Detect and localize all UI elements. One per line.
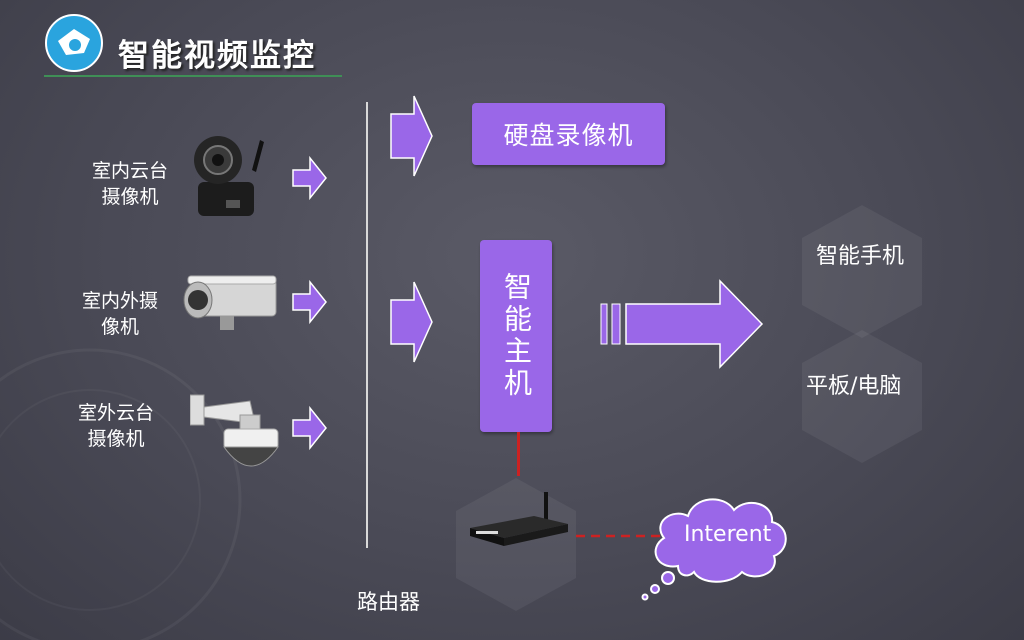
camera-1-label: 室内云台摄像机 — [91, 160, 168, 208]
camera-arrows — [292, 155, 327, 451]
internet-cloud-icon — [641, 498, 787, 601]
output-smartphone: 智能手机 — [816, 244, 905, 269]
arrow-camera-3 — [292, 405, 327, 451]
arrow-camera-2 — [292, 279, 327, 325]
internet-label: Interent — [684, 522, 772, 547]
router-label: 路由器 — [357, 590, 420, 614]
bus-arrows — [390, 95, 433, 363]
indoor-ptz-camera-icon — [194, 136, 264, 216]
signal-bus-line — [366, 102, 368, 548]
output-arrow — [600, 279, 764, 369]
host-router-link — [517, 432, 520, 476]
camera-2-label: 室内外摄像机 — [81, 290, 158, 338]
output-tablet-pc: 平板/电脑 — [806, 374, 902, 399]
camera-logo-icon — [45, 14, 103, 72]
smart-host-label: 智能主机 — [500, 272, 533, 400]
outdoor-dome-camera-icon — [190, 394, 279, 467]
smart-host-box: 智能主机 — [480, 240, 552, 432]
router-icon — [470, 492, 568, 546]
arrow-camera-1 — [292, 155, 327, 201]
title-underline — [44, 75, 342, 77]
dvr-box: 硬盘录像机 — [472, 103, 665, 165]
camera-3-label: 室外云台摄像机 — [77, 402, 154, 450]
dvr-label: 硬盘录像机 — [503, 121, 634, 150]
bullet-camera-icon — [183, 275, 277, 330]
page-title: 智能视频监控 — [118, 38, 316, 74]
router-internet-link — [576, 534, 670, 538]
